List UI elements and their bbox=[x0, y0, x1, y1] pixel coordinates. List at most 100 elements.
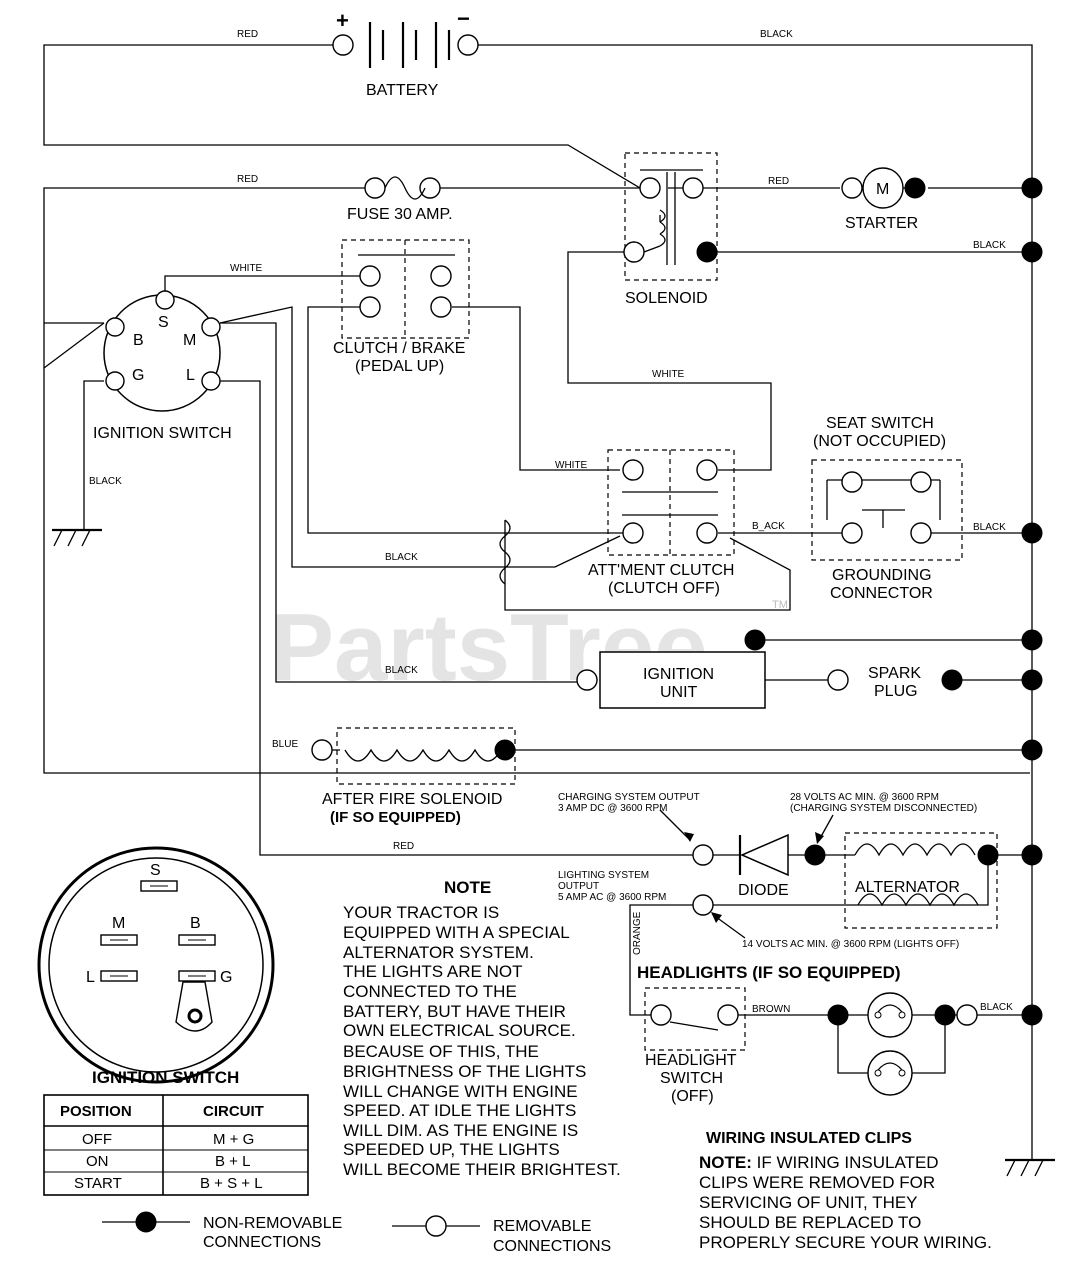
table-header-circuit: CIRCUIT bbox=[203, 1103, 264, 1120]
legend-removable-2: CONNECTIONS bbox=[493, 1238, 611, 1255]
lighting-1: LIGHTING SYSTEM bbox=[558, 870, 649, 881]
table-cell: START bbox=[74, 1175, 122, 1192]
face-terminal-b: B bbox=[190, 915, 201, 932]
wire-label-red: RED bbox=[393, 841, 414, 852]
ignition-switch-label: IGNITION SWITCH bbox=[93, 425, 232, 442]
headlights-heading: HEADLIGHTS (IF SO EQUIPPED) bbox=[637, 963, 901, 982]
solenoid-label: SOLENOID bbox=[625, 290, 708, 307]
note-line: EQUIPPED WITH A SPECIAL bbox=[343, 923, 570, 942]
headlight-switch-sub: SWITCH bbox=[660, 1070, 723, 1087]
face-terminal-g: G bbox=[220, 969, 232, 986]
headlight-switch-label: HEADLIGHT bbox=[645, 1052, 737, 1069]
spark-plug-sub: PLUG bbox=[874, 683, 918, 700]
table-cell: OFF bbox=[82, 1131, 112, 1148]
ignition-table-title: IGNITION SWITCH bbox=[92, 1068, 239, 1087]
terminal-s: S bbox=[158, 314, 169, 331]
spark-plug-label: SPARK bbox=[868, 665, 921, 682]
wire-label-orange: ORANGE bbox=[632, 911, 643, 955]
charging-output-1: CHARGING SYSTEM OUTPUT bbox=[558, 792, 700, 803]
ac14-spec: 14 VOLTS AC MIN. @ 3600 RPM (LIGHTS OFF) bbox=[742, 939, 959, 950]
charging-output-2: 3 AMP DC @ 3600 RPM bbox=[558, 803, 667, 814]
table-cell: M + G bbox=[213, 1131, 254, 1148]
attment-clutch-sub: (CLUTCH OFF) bbox=[608, 580, 720, 597]
headlight-switch bbox=[644, 987, 746, 1051]
clips-title: WIRING INSULATED CLIPS bbox=[706, 1130, 912, 1147]
clutch-brake-label: CLUTCH / BRAKE bbox=[333, 340, 465, 357]
lighting-3: 5 AMP AC @ 3600 RPM bbox=[558, 892, 666, 903]
terminal-m: M bbox=[183, 332, 196, 349]
wire-label-black: BLACK bbox=[980, 1002, 1013, 1013]
diode-label: DIODE bbox=[738, 882, 789, 899]
alternator-label: ALTERNATOR bbox=[855, 879, 960, 896]
wire-label-black-alt: B_ACK bbox=[752, 521, 785, 532]
headlight-bulb-icon bbox=[867, 1004, 978, 1096]
clips-line: SHOULD BE REPLACED TO bbox=[699, 1213, 921, 1232]
battery-label: BATTERY bbox=[366, 82, 439, 99]
table-cell: B + L bbox=[215, 1153, 250, 1170]
wire-label-white: WHITE bbox=[555, 460, 588, 471]
note-line: THE LIGHTS ARE NOT bbox=[343, 962, 522, 981]
seat-switch-label: SEAT SWITCH bbox=[826, 415, 934, 432]
ignition-position-table bbox=[43, 1094, 309, 1196]
face-terminal-m: M bbox=[112, 915, 125, 932]
clips-line1-text: IF WIRING INSULATED bbox=[752, 1153, 939, 1172]
headlight-switch-sub2: (OFF) bbox=[671, 1088, 714, 1105]
table-cell: B + S + L bbox=[200, 1175, 263, 1192]
terminal-l: L bbox=[186, 367, 195, 384]
fuse-symbol bbox=[364, 176, 441, 200]
table-header-position: POSITION bbox=[60, 1103, 132, 1120]
wire-label-red: RED bbox=[768, 176, 789, 187]
wire-label-red: RED bbox=[237, 174, 258, 185]
seat-switch bbox=[811, 459, 963, 561]
wire-label-white: WHITE bbox=[230, 263, 263, 274]
battery-plus: + bbox=[336, 8, 349, 33]
ignition-unit-box bbox=[576, 629, 766, 709]
clips-note-label: NOTE: bbox=[699, 1153, 752, 1172]
starter-label: STARTER bbox=[845, 215, 918, 232]
wire-label-black: BLACK bbox=[385, 665, 418, 676]
battery-symbol bbox=[332, 22, 479, 68]
note-line: BECAUSE OF THIS, THE bbox=[343, 1042, 539, 1061]
grounding-connector-label: GROUNDING bbox=[832, 567, 932, 584]
lighting-pointer bbox=[692, 894, 746, 939]
clutch-brake-sub: (PEDAL UP) bbox=[355, 358, 444, 375]
fuse-label: FUSE 30 AMP. bbox=[347, 206, 453, 223]
note-line: SPEED. AT IDLE THE LIGHTS bbox=[343, 1101, 576, 1120]
starter-motor-icon bbox=[841, 167, 926, 209]
clips-line1: NOTE: IF WIRING INSULATED bbox=[699, 1153, 939, 1172]
wire-label-white: WHITE bbox=[652, 369, 685, 380]
ac28-2: (CHARGING SYSTEM DISCONNECTED) bbox=[790, 803, 977, 814]
battery-minus: − bbox=[457, 6, 470, 31]
note-line: WILL DIM. AS THE ENGINE IS bbox=[343, 1121, 578, 1140]
bus-connections bbox=[1021, 177, 1043, 1026]
watermark-tm: TM bbox=[772, 599, 788, 611]
note-line: WILL BECOME THEIR BRIGHTEST. bbox=[343, 1160, 621, 1179]
table-cell: ON bbox=[86, 1153, 109, 1170]
ignition-unit-sub: UNIT bbox=[660, 684, 698, 701]
terminal-b: B bbox=[133, 332, 144, 349]
clips-line: CLIPS WERE REMOVED FOR bbox=[699, 1173, 935, 1192]
ground-icon bbox=[52, 528, 102, 547]
ignition-switch-symbol bbox=[103, 290, 221, 412]
clutch-brake-switch bbox=[341, 239, 470, 339]
after-fire-solenoid bbox=[311, 727, 516, 785]
ground-icon bbox=[1005, 1158, 1055, 1177]
face-terminal-l: L bbox=[86, 969, 95, 986]
legend-removable-icon bbox=[392, 1215, 480, 1237]
note-title: NOTE bbox=[444, 878, 491, 897]
wire-label-black: BLACK bbox=[973, 522, 1006, 533]
ac28-1: 28 VOLTS AC MIN. @ 3600 RPM bbox=[790, 792, 939, 803]
clips-line: SERVICING OF UNIT, THEY bbox=[699, 1193, 918, 1212]
legend-removable-1: REMOVABLE bbox=[493, 1218, 591, 1235]
face-terminal-s: S bbox=[150, 862, 161, 879]
note-line: WILL CHANGE WITH ENGINE bbox=[343, 1082, 578, 1101]
legend-non-removable-2: CONNECTIONS bbox=[203, 1234, 321, 1251]
legend-non-removable-1: NON-REMOVABLE bbox=[203, 1215, 342, 1232]
wire-label-red: RED bbox=[237, 29, 258, 40]
wire-label-black: BLACK bbox=[385, 552, 418, 563]
note-line: BRIGHTNESS OF THE LIGHTS bbox=[343, 1062, 586, 1081]
note-line: CONNECTED TO THE bbox=[343, 982, 517, 1001]
after-fire-label: AFTER FIRE SOLENOID bbox=[322, 791, 502, 808]
